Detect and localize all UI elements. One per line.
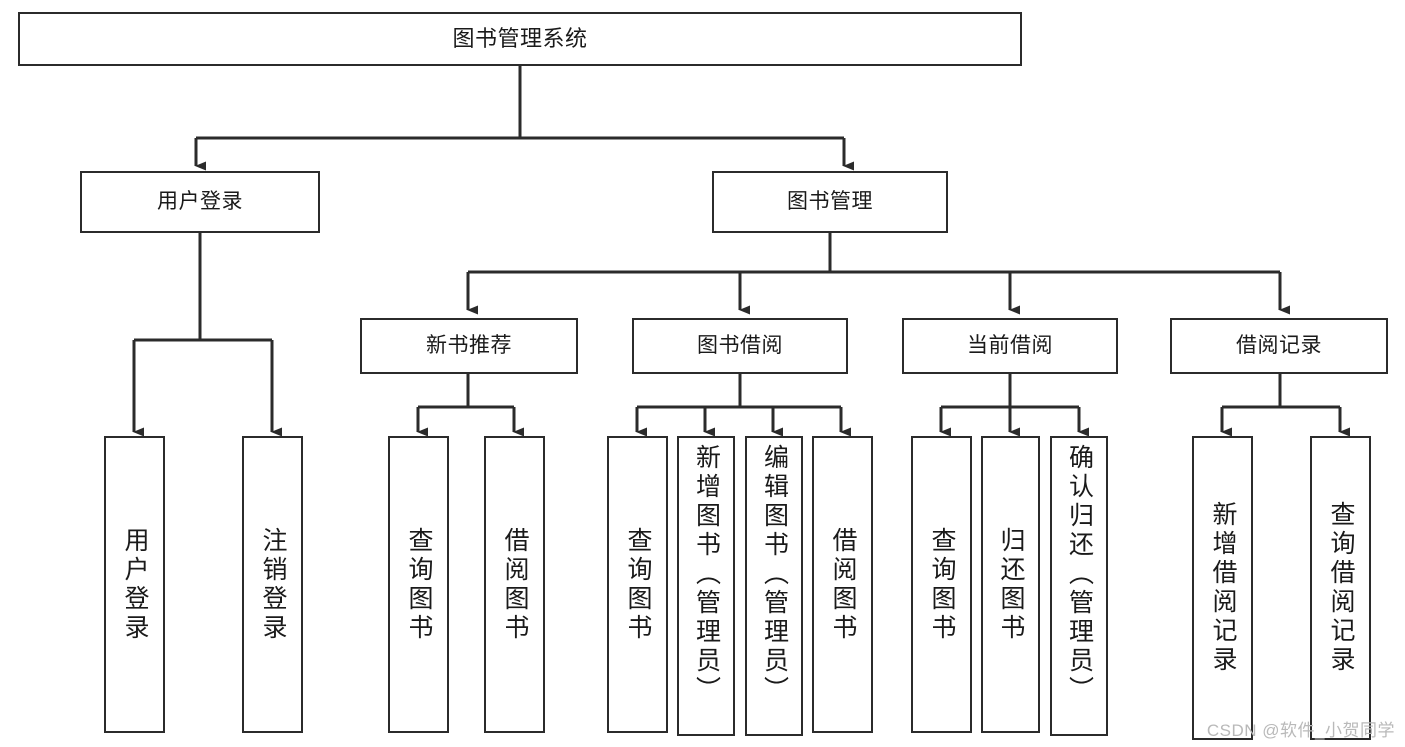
node-new-book-recommend[interactable]: 新书推荐 (360, 318, 578, 374)
node-label: 编辑图书（管理员） (760, 444, 789, 705)
node-borrow-record[interactable]: 借阅记录 (1170, 318, 1388, 374)
node-label: 当前借阅 (967, 333, 1053, 357)
leaf-add-book-admin[interactable]: 新增图书（管理员） (677, 436, 735, 736)
leaf-query-book-borrow[interactable]: 查询图书 (607, 436, 668, 733)
node-label: 借阅图书 (501, 526, 529, 643)
leaf-query-borrow-record[interactable]: 查询借阅记录 (1310, 436, 1371, 740)
node-label: 用户登录 (157, 189, 243, 213)
node-label: 用户登录 (121, 526, 149, 643)
node-label: 确认归还（管理员） (1065, 444, 1094, 705)
leaf-user-login[interactable]: 用户登录 (104, 436, 165, 733)
node-label: 图书管理 (787, 189, 873, 213)
leaf-query-book-recommend[interactable]: 查询图书 (388, 436, 449, 733)
node-label: 图书借阅 (697, 333, 783, 357)
node-label: 查询借阅记录 (1327, 501, 1355, 675)
node-label: 新增借阅记录 (1209, 501, 1237, 675)
node-label: 借阅记录 (1236, 333, 1322, 357)
node-label: 归还图书 (997, 526, 1025, 643)
leaf-return-book[interactable]: 归还图书 (981, 436, 1040, 733)
leaf-query-book-current[interactable]: 查询图书 (911, 436, 972, 733)
node-label: 查询图书 (405, 526, 433, 643)
node-label: 查询图书 (624, 526, 652, 643)
leaf-confirm-return-admin[interactable]: 确认归还（管理员） (1050, 436, 1108, 736)
csdn-watermark: CSDN @软件_小贺同学 (1206, 721, 1395, 740)
leaf-borrow-book-recommend[interactable]: 借阅图书 (484, 436, 545, 733)
node-user-login[interactable]: 用户登录 (80, 171, 320, 233)
leaf-edit-book-admin[interactable]: 编辑图书（管理员） (745, 436, 803, 736)
leaf-user-logout[interactable]: 注销登录 (242, 436, 303, 733)
node-label: 新书推荐 (426, 333, 512, 357)
node-label: 注销登录 (259, 526, 287, 643)
node-label: 新增图书（管理员） (692, 444, 721, 705)
node-book-borrow[interactable]: 图书借阅 (632, 318, 848, 374)
node-current-borrow[interactable]: 当前借阅 (902, 318, 1118, 374)
node-root-book-management-system[interactable]: 图书管理系统 (18, 12, 1022, 66)
node-book-management[interactable]: 图书管理 (712, 171, 948, 233)
leaf-add-borrow-record[interactable]: 新增借阅记录 (1192, 436, 1253, 740)
node-label: 借阅图书 (829, 526, 857, 643)
leaf-borrow-book[interactable]: 借阅图书 (812, 436, 873, 733)
node-label: 图书管理系统 (452, 26, 588, 52)
node-label: 查询图书 (928, 526, 956, 643)
